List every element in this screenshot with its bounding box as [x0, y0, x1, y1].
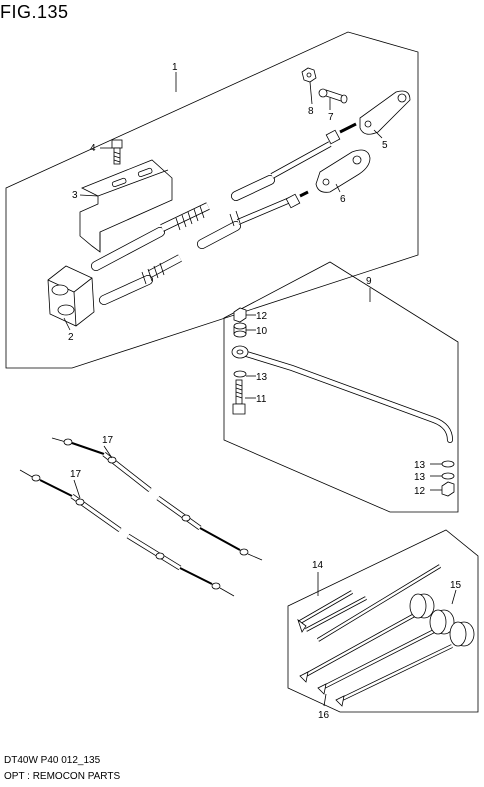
callout-8: 8	[308, 106, 314, 117]
cable-ribs	[141, 205, 241, 285]
callout-14: 14	[312, 560, 324, 571]
footer-title: OPT : REMOCON PARTS	[4, 771, 121, 782]
callout-17-a: 17	[102, 435, 114, 446]
part-12-nut-top	[233, 307, 247, 323]
group-1-frame	[5, 31, 419, 369]
callout-10: 10	[256, 326, 268, 337]
group-9-frame	[223, 261, 459, 513]
part-15-rollers	[409, 593, 475, 647]
callout-1: 1	[172, 62, 178, 73]
part-6-clevis	[315, 149, 371, 193]
part-2-grommet	[47, 265, 95, 327]
part-3-bracket	[79, 159, 173, 253]
callout-11: 11	[256, 394, 267, 405]
callout-3: 3	[72, 190, 78, 201]
callout-7: 7	[328, 112, 334, 123]
callout-5: 5	[382, 140, 388, 151]
part-14-ties	[297, 564, 442, 642]
part-16-rods	[299, 610, 453, 707]
part-7-pin	[318, 88, 348, 104]
callout-15: 15	[450, 580, 462, 591]
part-1-lower-cable	[99, 190, 309, 305]
callout-4: 4	[90, 143, 96, 154]
part-1-upper-cable	[91, 122, 357, 271]
part-17-cable-b	[19, 469, 235, 597]
callout-16: 16	[318, 710, 330, 721]
part-5-link	[359, 90, 411, 135]
callout-13-top: 13	[256, 372, 268, 383]
part-11-bolt	[232, 379, 246, 415]
callout-12-bottom: 12	[414, 486, 426, 497]
callout-12-top: 12	[256, 311, 268, 322]
figure-label: FIG.135	[0, 2, 69, 22]
footer-code: DT40W P40 012_135	[4, 755, 101, 766]
callout-2: 2	[68, 332, 74, 343]
part-8-nut	[301, 67, 317, 83]
callout-9: 9	[366, 276, 372, 287]
callout-13-low: 13	[414, 472, 426, 483]
part-13-washer-top	[233, 370, 247, 378]
rod-end-hardware	[441, 460, 455, 497]
part-10-collar	[233, 322, 247, 338]
callout-6: 6	[340, 194, 346, 205]
part-9-rod	[231, 345, 453, 443]
callout-13-mid: 13	[414, 460, 426, 471]
callout-17-b: 17	[70, 469, 82, 480]
part-4-bolt	[111, 139, 123, 165]
part-17-cable-a	[51, 437, 263, 561]
group-14-frame	[287, 529, 479, 713]
